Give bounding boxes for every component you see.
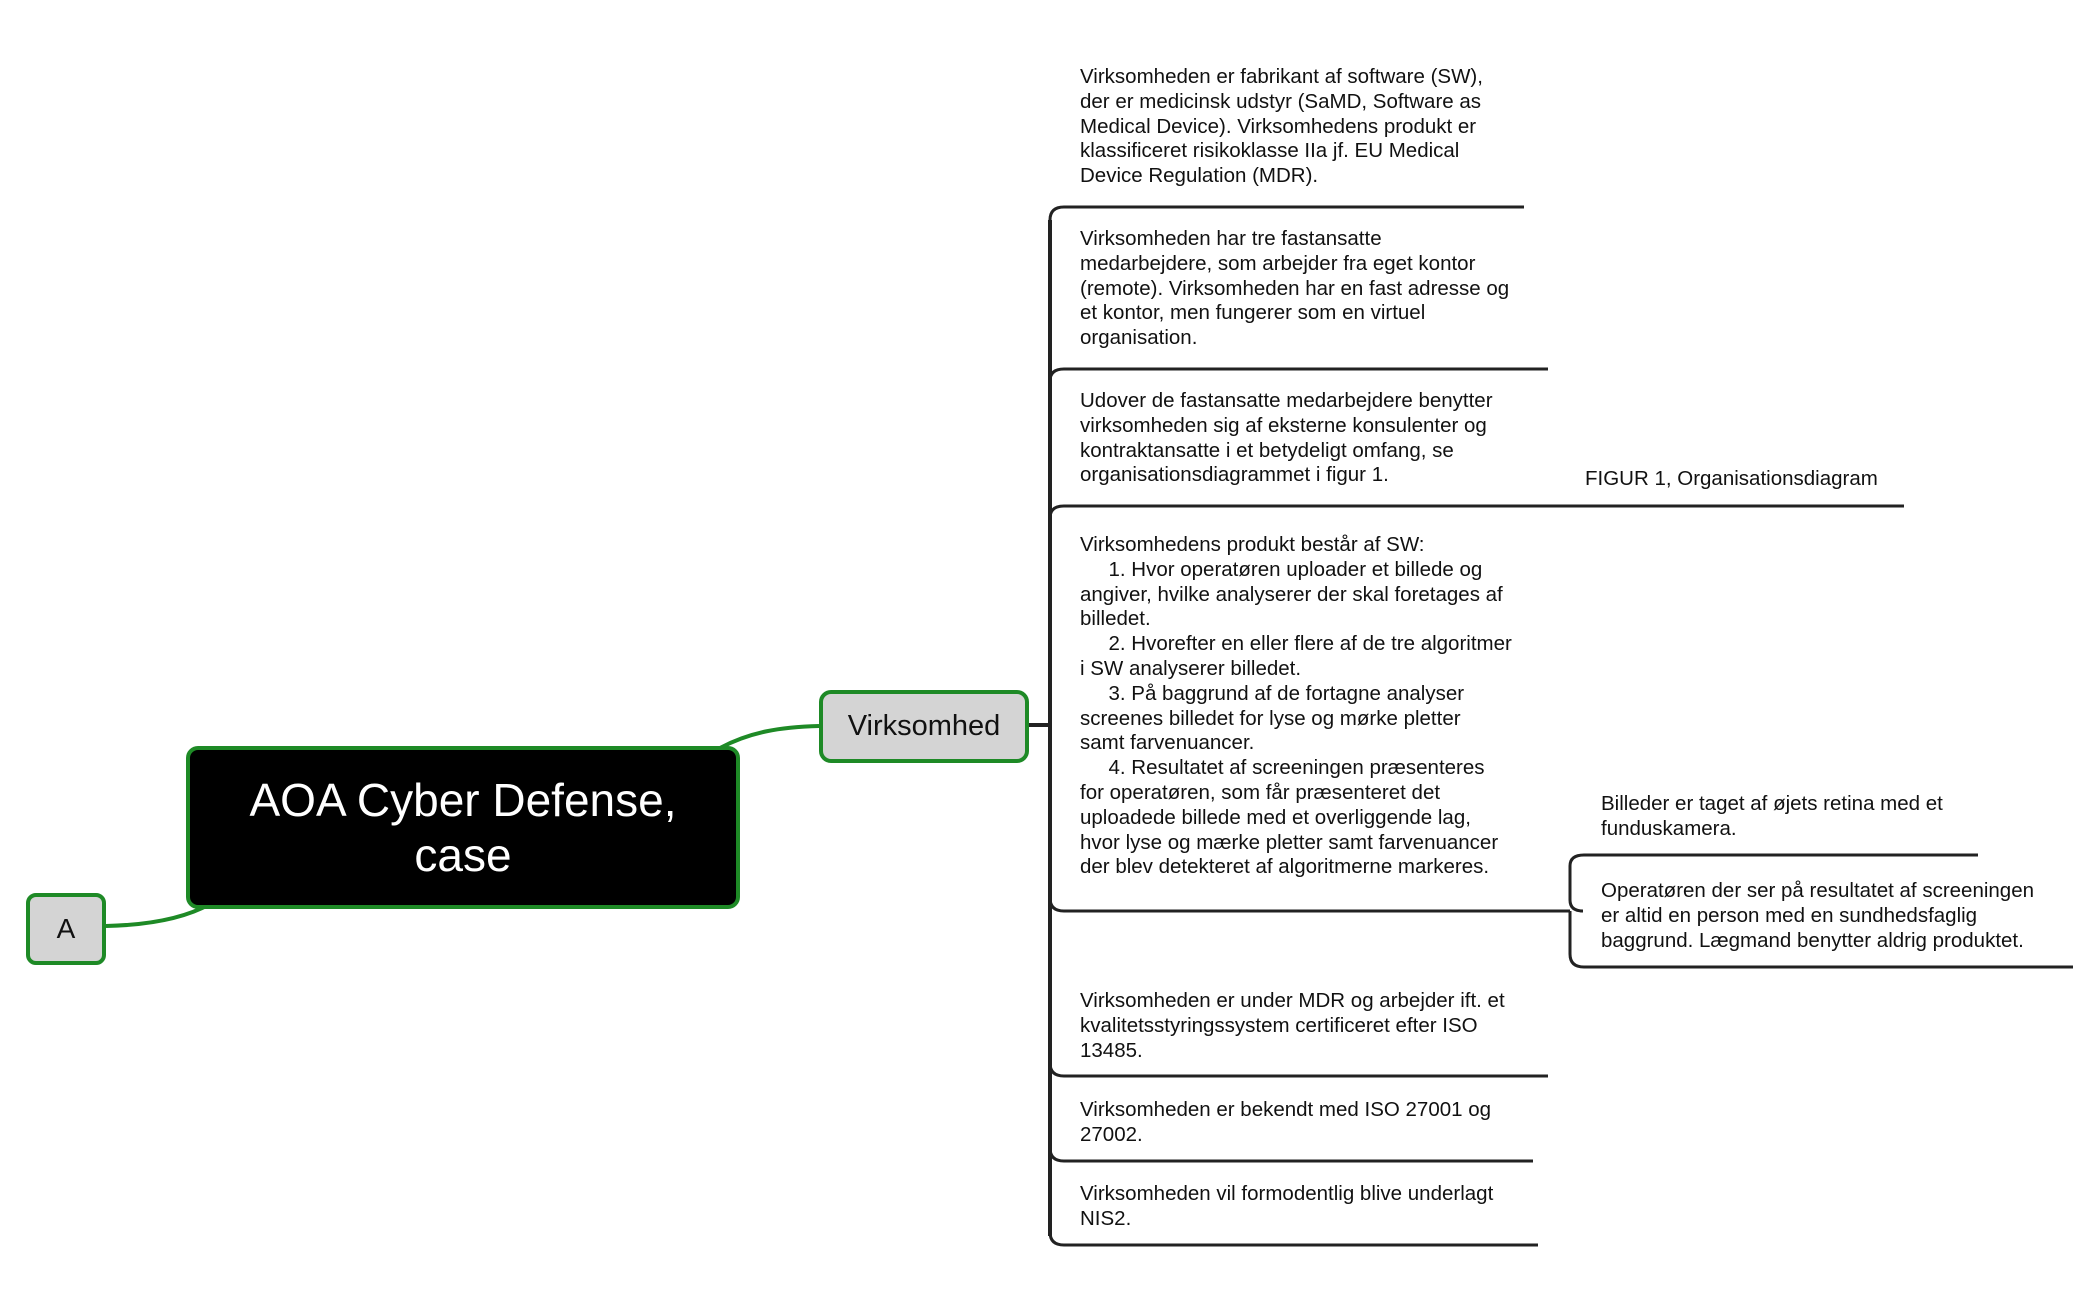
link-root-to-virksomhed (719, 724, 820, 750)
detail-underline-5 (1048, 1062, 1548, 1078)
collapsed-node-a[interactable]: A (26, 893, 106, 965)
root-node-title: AOA Cyber Defense, case (249, 773, 677, 881)
product-detail-text-1[interactable]: Billeder er taget af øjets retina med et… (1601, 792, 1943, 840)
detail-underline-1 (1048, 205, 1524, 221)
detail-text-6[interactable]: Virksomheden er bekendt med ISO 27001 og… (1080, 1098, 1492, 1146)
figure-note[interactable]: FIGUR 1, Organisationsdiagram (1585, 467, 1878, 490)
detail-text-2[interactable]: Virksomheden har tre fastansatte medarbe… (1080, 227, 1510, 350)
detail-underline-3 (1048, 504, 1904, 519)
detail-text-4[interactable]: Virksomhedens produkt består af SW: 1. H… (1080, 533, 1512, 879)
topic-node-virksomhed[interactable]: Virksomhed (819, 690, 1029, 763)
detail-underline-2 (1048, 367, 1548, 382)
detail-text-5[interactable]: Virksomheden er under MDR og arbejder if… (1080, 989, 1505, 1062)
sub-bracket (1568, 853, 2073, 969)
detail-underline-6 (1048, 1147, 1533, 1163)
product-detail-text-2[interactable]: Operatøren der ser på resultatet af scre… (1601, 879, 2035, 952)
root-node[interactable]: AOA Cyber Defense, case (186, 746, 740, 909)
detail-text-7[interactable]: Virksomheden vil formodentlig blive unde… (1080, 1182, 1494, 1230)
detail-underline-7 (1048, 1231, 1538, 1247)
detail-text-1[interactable]: Virksomheden er fabrikant af software (S… (1080, 65, 1483, 188)
detail-underline-4 (1048, 897, 1570, 913)
detail-text-3[interactable]: Udover de fastansatte medarbejdere benyt… (1080, 389, 1493, 487)
